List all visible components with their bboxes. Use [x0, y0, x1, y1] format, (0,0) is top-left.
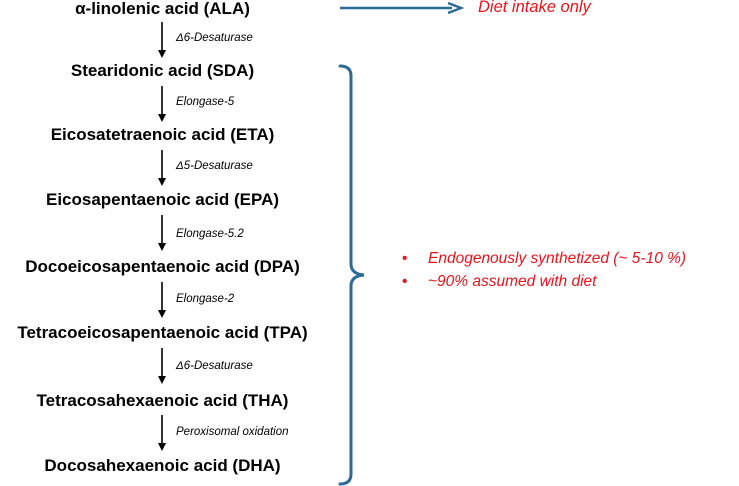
compound-tpa: Tetracoeicosapentaenoic acid (TPA): [17, 323, 308, 342]
enzyme-label-4: Elongase-5.2: [176, 228, 244, 240]
synthesis-notes: • Endogenously synthetized (~ 5-10 %) • …: [402, 247, 686, 293]
reaction-arrow-3: [158, 150, 166, 186]
compound-dha: Docosahexaenoic acid (DHA): [44, 456, 281, 475]
compound-epa: Eicosapentaenoic acid (EPA): [45, 190, 280, 209]
synthesis-bracket: [338, 64, 365, 486]
note-bullet-endogenous: • Endogenously synthetized (~ 5-10 %): [402, 247, 686, 270]
diet-intake-note: Diet intake only: [478, 0, 591, 16]
enzyme-label-3: Δ5-Desaturase: [176, 160, 253, 172]
reaction-arrow-2: [158, 86, 166, 122]
note-text-diet: ~90% assumed with diet: [428, 273, 597, 290]
reaction-arrow-4: [158, 215, 166, 251]
reaction-arrow-6: [158, 348, 166, 384]
enzyme-label-5: Elongase-2: [176, 293, 235, 305]
compound-ala: α-linolenic acid (ALA): [75, 0, 250, 18]
diet-intake-arrow: [340, 1, 465, 15]
compound-sda: Stearidonic acid (SDA): [70, 61, 255, 80]
enzyme-label-2: Elongase-5: [176, 96, 235, 108]
compound-tha: Tetracosahexaenoic acid (THA): [36, 391, 289, 410]
compound-dpa: Docoeicosapentaenoic acid (DPA): [25, 257, 300, 276]
bullet-marker: •: [402, 273, 408, 290]
enzyme-label-1: Δ6-Desaturase: [176, 32, 253, 44]
reaction-arrow-7: [158, 415, 166, 451]
bullet-marker: •: [402, 250, 408, 267]
enzyme-label-6: Δ6-Desaturase: [176, 360, 253, 372]
note-bullet-diet: • ~90% assumed with diet: [402, 270, 686, 293]
note-text-endogenous: Endogenously synthetized (~ 5-10 %): [428, 250, 687, 267]
enzyme-label-7: Peroxisomal oxidation: [176, 426, 289, 438]
reaction-arrow-1: [158, 22, 166, 58]
reaction-arrow-5: [158, 282, 166, 318]
compound-eta: Eicosatetraenoic acid (ETA): [50, 125, 275, 144]
